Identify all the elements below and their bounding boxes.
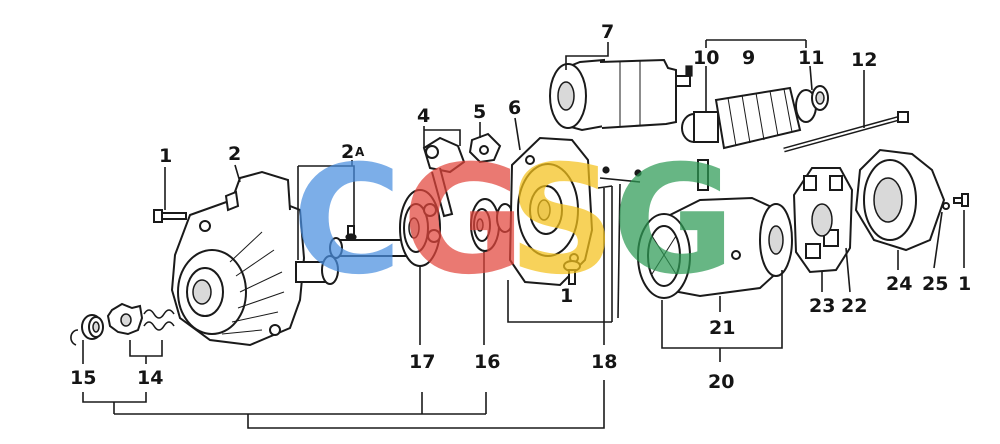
- part-12-long-bolt: [783, 111, 909, 153]
- watermark-letter-4: G: [612, 134, 735, 308]
- part-21-yoke-field-frame: [637, 159, 793, 299]
- callout-1-plate-screw: 1: [560, 285, 573, 307]
- part-14-pinion-spring: [106, 302, 175, 336]
- callout-1-cover-screw: 1: [958, 273, 971, 295]
- part-16-internal-gear: [470, 198, 514, 252]
- part-1-end-screw: [953, 193, 969, 207]
- callout-4-lever: 4: [417, 105, 430, 127]
- callout-22: 22: [841, 295, 867, 317]
- callout-7-solenoid: 7: [601, 21, 614, 43]
- callout-24-cover: 24: [886, 273, 912, 295]
- callout-1-bolt: 1: [159, 145, 172, 167]
- callout-10: 10: [693, 47, 719, 69]
- part-1-plate-screw: [563, 260, 581, 285]
- callout-18-screws: 18: [591, 351, 617, 373]
- part-4-shift-lever: [422, 136, 466, 218]
- part-9-armature: [681, 85, 829, 150]
- callout-14-pinion: 14: [137, 367, 163, 389]
- part-6-center-bearing-plate: [508, 136, 594, 287]
- callout-21-yoke: 21: [709, 317, 735, 339]
- part-7-solenoid-switch: [549, 58, 693, 132]
- callout-15-ring: 15: [70, 367, 96, 389]
- part-24-commutator-end-cover: [854, 148, 946, 252]
- callout-25-washer: 25: [922, 273, 948, 295]
- watermark-letter-1: C: [292, 134, 402, 308]
- part-15-snap-ring-collar: [70, 314, 104, 346]
- callout-16-gear: 16: [474, 351, 500, 373]
- callout-2a-suffix: A: [355, 145, 365, 159]
- callout-labels: 1 2 2 A 4 5 6 7 9 10 11 12 14 15 16 17 1…: [70, 21, 971, 393]
- watermark-letter-3: S: [508, 134, 616, 308]
- part-2a-screw: [345, 225, 357, 241]
- callout-12-bolt: 12: [851, 49, 877, 71]
- callout-11: 11: [798, 47, 824, 69]
- part-2-drive-end-housing: [170, 170, 339, 347]
- part-18-screws: [597, 166, 642, 189]
- callout-23-brush-holder: 23: [809, 295, 835, 317]
- callout-9-armature: 9: [742, 47, 755, 69]
- part-5-bracket: [468, 132, 502, 164]
- part-1-through-bolt: [153, 209, 187, 223]
- callout-2-housing: 2: [228, 143, 241, 165]
- part-17-planetary-carrier: [399, 189, 441, 267]
- part-25-washer: [942, 202, 950, 210]
- watermark: C G S G: [292, 134, 735, 308]
- callout-17-carrier: 17: [409, 351, 435, 373]
- callout-5-bracket: 5: [473, 101, 486, 123]
- callout-2a-screw: 2: [341, 141, 354, 163]
- callout-6-plate: 6: [508, 97, 521, 119]
- callout-20-assembly: 20: [708, 371, 734, 393]
- part-23-brush-holder: [792, 167, 854, 274]
- leader-lines: [82, 39, 965, 429]
- watermark-letter-2: G: [402, 134, 525, 308]
